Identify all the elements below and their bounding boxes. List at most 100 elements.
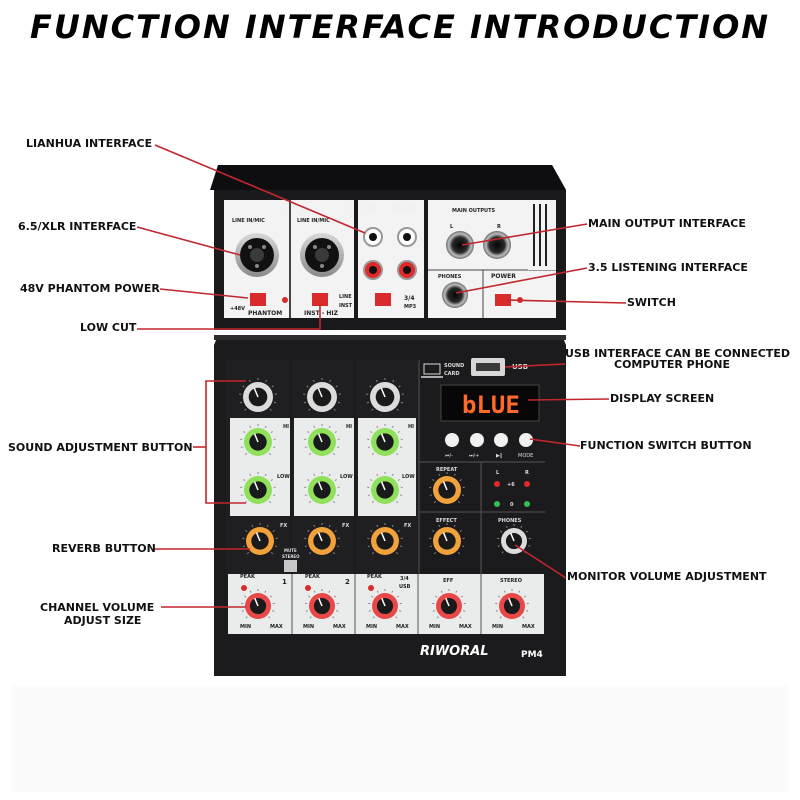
peak-label-1: PEAK (240, 574, 256, 580)
ch34-label: 3/4 (366, 206, 377, 213)
callout-sound-adjust: SOUND ADJUSTMENT BUTTON (8, 441, 193, 454)
meter-zero-label: 0 (510, 502, 514, 508)
usb-ch-label: USB (399, 584, 411, 590)
line-in-label-2: LINE IN/MIC (297, 218, 330, 224)
callout-monitor: MONITOR VOLUME ADJUSTMENT (567, 570, 767, 583)
peak-led-2 (305, 585, 311, 591)
leader-xlr (136, 226, 241, 256)
meter-r-label: R (525, 470, 529, 476)
hi-eq-knob-2[interactable] (304, 424, 340, 456)
line-label: LINE (339, 294, 352, 300)
volume-knob-2[interactable] (305, 589, 339, 619)
callout-display: DISPLAY SCREEN (610, 392, 715, 405)
level-meter (494, 481, 530, 507)
fx-label-3: FX (404, 523, 411, 529)
min-label-5: MIN (492, 624, 503, 630)
callout-switch: SWITCH (627, 296, 676, 309)
page-title: FUNCTION INTERFACE INTRODUCTION (29, 8, 771, 46)
mute-stereo-button[interactable] (284, 560, 297, 572)
stereo-label: STEREO (500, 578, 522, 584)
repeat-label: REPEAT (436, 467, 458, 473)
hi-label-1: HI (283, 424, 289, 430)
xlr-jack-2[interactable] (300, 233, 344, 277)
max-label-5: MAX (522, 624, 535, 630)
xlr-jack-1[interactable] (235, 233, 279, 277)
callout-function-switch: FUNCTION SWITCH BUTTON (580, 439, 752, 452)
leader-phantom (159, 288, 249, 299)
phones-jack[interactable] (442, 282, 468, 308)
eff-volume-knob[interactable] (432, 589, 466, 619)
gain-knob-3[interactable] (366, 378, 404, 412)
footer-strip (12, 686, 788, 792)
mode-button[interactable] (519, 433, 533, 447)
low-eq-knob-2[interactable] (304, 472, 340, 504)
phones-top-label: PHONES (438, 274, 462, 280)
phones-knob-label: PHONES (498, 518, 522, 524)
callout-main-output: MAIN OUTPUT INTERFACE (588, 217, 746, 230)
ch2-number: 2 (346, 206, 350, 212)
rca-jacks[interactable] (363, 227, 417, 280)
ch2-label: 2 (345, 578, 350, 586)
leader-function (529, 438, 581, 447)
usb-port[interactable] (471, 358, 505, 376)
leader-lines (136, 144, 627, 608)
mute-label-1: MUTE (284, 548, 297, 553)
max-label-1: MAX (270, 624, 283, 630)
leader-lianhua (154, 144, 366, 234)
mute-label-2: STEREO (282, 554, 300, 559)
plus48v-label: +48V (230, 306, 245, 312)
hi-label-3: HI (408, 424, 414, 430)
repeat-knob[interactable] (429, 472, 465, 504)
phantom-button[interactable] (250, 293, 266, 306)
effect-knob[interactable] (429, 523, 465, 555)
fx-knob-2[interactable] (304, 523, 340, 555)
leader-sound-bracket (205, 380, 246, 504)
gain-knob-1[interactable] (239, 378, 277, 412)
hi-eq-knob-1[interactable] (240, 424, 276, 456)
hi-label-2: HI (346, 424, 352, 430)
min-label-1: MIN (240, 624, 251, 630)
callout-usb-2: COMPUTER PHONE (614, 358, 731, 371)
main-l-label: L (450, 224, 454, 230)
inst-hiz-button[interactable] (312, 293, 328, 306)
next-button[interactable] (470, 433, 484, 447)
low-eq-knob-1[interactable] (240, 472, 276, 504)
brand-logo: RIWORAL (420, 644, 489, 659)
power-switch[interactable] (495, 294, 511, 306)
power-label: POWER (491, 273, 516, 280)
mp3-label: MP3 (404, 304, 417, 310)
prev-button[interactable] (445, 433, 459, 447)
callout-listening: 3.5 LISTENING INTERFACE (588, 261, 748, 274)
fx-label-2: FX (342, 523, 349, 529)
max-label-3: MAX (396, 624, 409, 630)
meter-l-label: L (496, 470, 500, 476)
fx-knob-1[interactable] (242, 523, 278, 555)
hi-eq-knob-3[interactable] (367, 424, 403, 456)
fx-label-1: FX (280, 523, 287, 529)
min-label-3: MIN (366, 624, 377, 630)
fx-knob-3[interactable] (367, 523, 403, 555)
ch34-bottom-label: 3/4 (400, 576, 409, 582)
volume-knob-3[interactable] (368, 589, 402, 619)
leader-listening (455, 267, 588, 294)
mode-label: MODE (518, 453, 533, 459)
leader-main-output (461, 223, 588, 246)
peak-label-3: PEAK (367, 574, 383, 580)
callout-lianhua: LIANHUA INTERFACE (26, 137, 153, 150)
stereo-volume-knob[interactable] (495, 589, 529, 619)
phantom-led (282, 297, 288, 303)
play-pause-button[interactable] (494, 433, 508, 447)
ch34-select-button[interactable] (375, 293, 391, 306)
ch1-number: 1 (284, 206, 288, 212)
model-label: PM4 (521, 650, 543, 660)
low-eq-knob-3[interactable] (367, 472, 403, 504)
max-label-2: MAX (333, 624, 346, 630)
volume-knob-1[interactable] (241, 589, 275, 619)
main-r-label: R (497, 224, 501, 230)
low-label-1: LOW (277, 474, 290, 480)
sound-card-label-1: SOUND (444, 363, 464, 369)
phones-knob[interactable] (497, 524, 531, 554)
leader-display (527, 398, 610, 401)
gain-knob-2[interactable] (303, 378, 341, 412)
